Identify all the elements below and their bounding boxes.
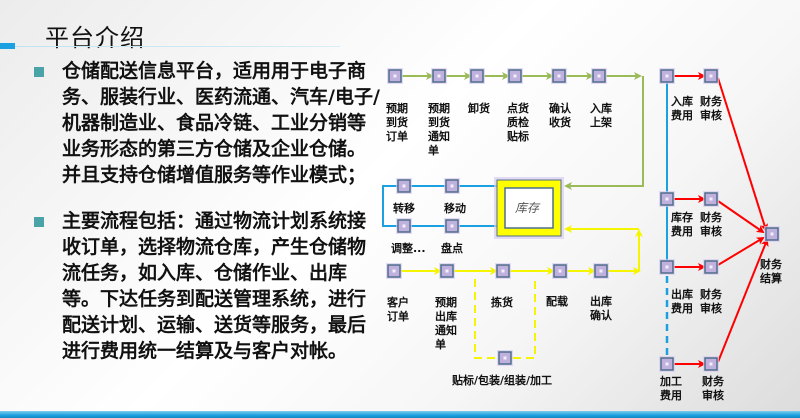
- fee-label: 出库费用: [671, 287, 693, 315]
- outbound-step-label: 出库确认: [590, 294, 613, 322]
- slide-title: 平台介绍: [45, 24, 145, 52]
- square-bullet-icon: [34, 67, 44, 77]
- inbound-step-label: 点货质检贴标: [506, 101, 529, 143]
- settlement-label: 财务结算: [759, 257, 783, 285]
- outbound-step-label: 预期出库通知单: [435, 295, 457, 351]
- inbound-step-label: 入库上架: [590, 101, 612, 129]
- title-underline: [15, 46, 340, 47]
- bullet-list: 仓储配送信息平台，适用用于电子商务、服装行业、医药流通、汽车/电子/机器制造业、…: [28, 58, 383, 364]
- fee-label: 入库费用: [671, 94, 693, 122]
- internal-step-label: 调整...: [391, 241, 426, 255]
- bullet-item: 主要流程包括：通过物流计划系统接收订单，选择物流仓库，产生仓储物流任务，如入库、…: [28, 208, 383, 364]
- outbound-step-label: 配载: [546, 294, 568, 308]
- inventory-label: 库存: [515, 201, 541, 215]
- audit-label: 财务审核: [699, 94, 723, 122]
- inbound-labels: 预期到货订单 预期到货通知单 卸货 点货质检贴标 确认收货 入库上架: [386, 101, 612, 157]
- bullet-item: 仓储配送信息平台，适用用于电子商务、服装行业、医药流通、汽车/电子/机器制造业、…: [28, 58, 383, 188]
- outbound-flow: [385, 225, 643, 367]
- internal-flow: 转移 移动 调整... 盘点: [382, 177, 497, 255]
- audit-label: 财务审核: [699, 287, 723, 315]
- fee-label: 加工费用: [659, 374, 682, 402]
- inbound-step-label: 预期到货订单: [386, 101, 408, 143]
- bullet-text: 主要流程包括：通过物流计划系统接收订单，选择物流仓库，产生仓储物流任务，如入库、…: [62, 210, 367, 362]
- fee-label: 库存费用: [671, 210, 693, 238]
- inbound-flow: [386, 67, 644, 190]
- outbound-step-label: 客户订单: [386, 295, 409, 323]
- bullet-text: 仓储配送信息平台，适用用于电子商务、服装行业、医药流通、汽车/电子/机器制造业、…: [62, 60, 380, 186]
- outbound-step-label: 拣货: [491, 295, 513, 309]
- title-accent-bar: [0, 43, 15, 49]
- value-added-label: 贴标/包装/组装/加工: [451, 373, 552, 387]
- audit-label: 财务审核: [701, 374, 725, 402]
- inbound-step-label: 预期到货通知单: [428, 101, 450, 157]
- fees-labels: 入库费用 财务审核 库存费用 财务审核 出库费用 财务审核 加工费用 财务审核 …: [659, 94, 783, 402]
- fees-flow: [658, 67, 781, 373]
- internal-step-label: 盘点: [441, 241, 463, 255]
- outbound-labels: 客户订单 预期出库通知单 拣货 配载 出库确认 贴标/包装/组装/加工: [386, 294, 613, 387]
- internal-step-label: 转移: [393, 201, 415, 215]
- inbound-step-label: 确认收货: [549, 101, 572, 129]
- inbound-step-label: 卸货: [468, 101, 490, 115]
- bottom-accent-bar: [0, 411, 800, 418]
- audit-label: 财务审核: [699, 210, 723, 238]
- internal-step-label: 移动: [444, 201, 466, 215]
- inventory-box: 库存: [494, 177, 564, 239]
- square-bullet-icon: [34, 217, 44, 227]
